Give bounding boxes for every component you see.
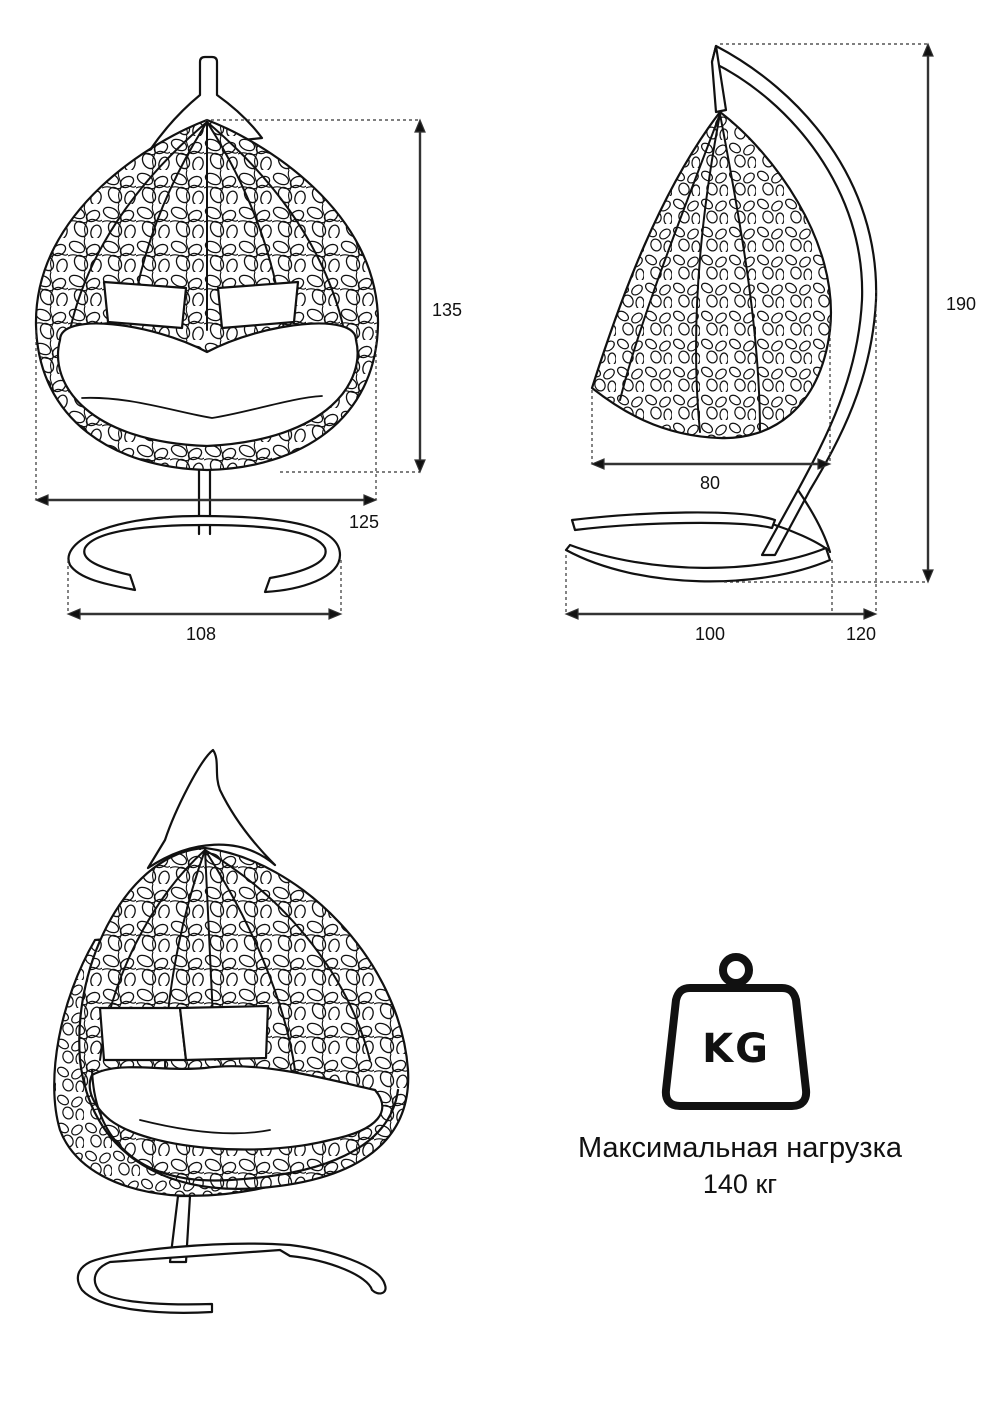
dim-side-seat-depth: 80: [700, 473, 721, 493]
max-load-value: 140 кг: [702, 1169, 778, 1199]
side-basket: [590, 110, 833, 440]
front-cushion: [56, 322, 359, 448]
perspective-rim: [90, 1068, 400, 1182]
side-base: [570, 511, 777, 532]
front-base: [67, 514, 342, 594]
side-stand: [710, 44, 878, 557]
max-load-block: Максимальная нагрузка 140 кг: [560, 1130, 920, 1202]
dim-front-height: 135: [432, 300, 463, 320]
side-hanger: [710, 44, 728, 114]
front-pillow-left: [102, 280, 188, 330]
perspective-view: [53, 748, 410, 1314]
front-pillow-right: [216, 280, 300, 330]
kettlebell-weight-icon: [661, 953, 811, 1110]
perspective-hanger: [146, 748, 277, 870]
side-view: [564, 44, 878, 583]
front-hanger: [148, 55, 264, 152]
kettlebell-label: KG: [702, 1026, 770, 1072]
front-dimensions: [34, 118, 426, 620]
perspective-pillow-right: [178, 1004, 270, 1062]
dim-front-width: 125: [349, 512, 380, 532]
dim-front-base: 108: [186, 624, 217, 644]
front-view: [34, 55, 380, 594]
side-dimensions: [564, 42, 934, 620]
perspective-cushion: [88, 1065, 384, 1151]
max-load-label: Максимальная нагрузка: [577, 1132, 903, 1164]
dim-side-total-depth: 120: [846, 624, 877, 644]
perspective-pillow-left: [98, 1006, 188, 1062]
side-ribs: [619, 113, 761, 433]
dim-side-base-depth: 100: [695, 624, 726, 644]
dim-side-height: 190: [946, 294, 977, 314]
perspective-base: [76, 1242, 387, 1314]
